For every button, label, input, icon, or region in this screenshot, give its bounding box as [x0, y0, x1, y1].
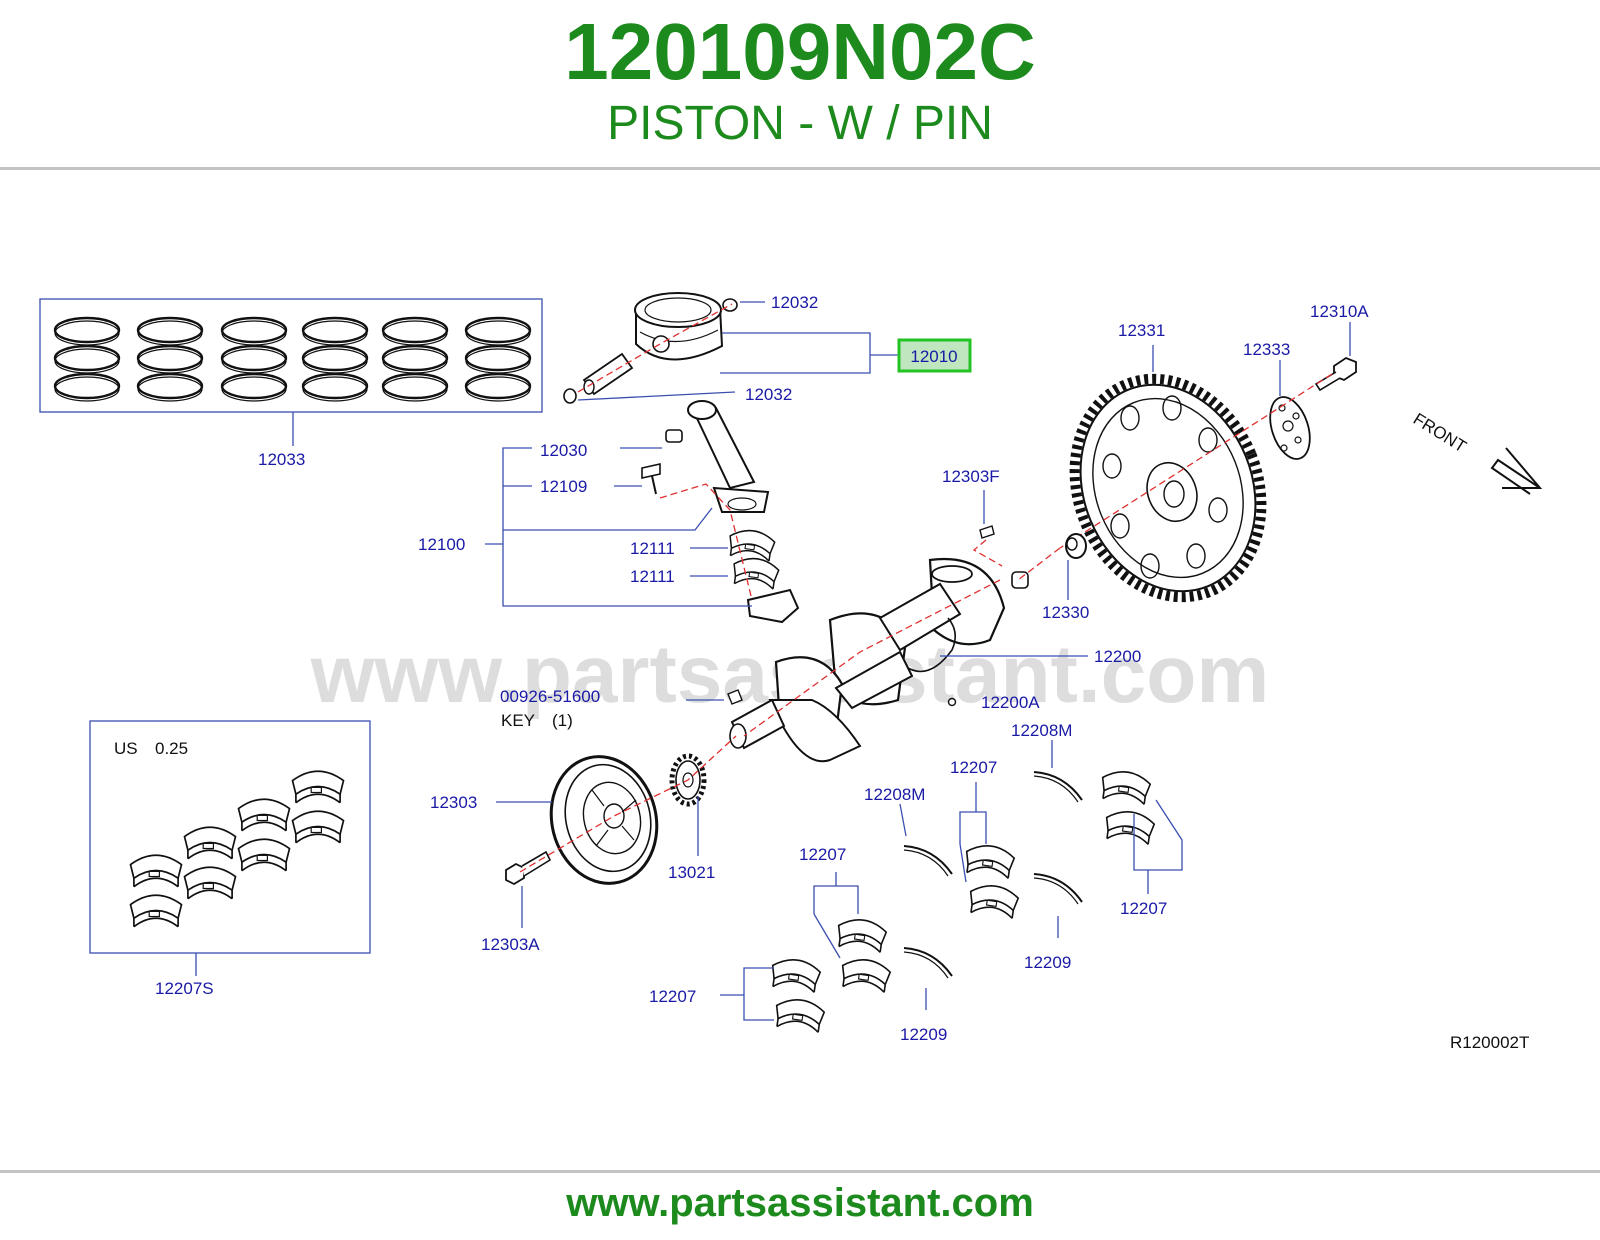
label-key: KEY [501, 711, 535, 730]
connecting-rod [641, 400, 800, 624]
label-12111-lower[interactable]: 12111 [630, 567, 675, 586]
part-name-subtitle: PISTON - W / PIN [607, 97, 993, 150]
label-12207-upper[interactable]: 12207 [950, 758, 997, 777]
front-arrow-icon [1490, 447, 1543, 495]
label-12303[interactable]: 12303 [430, 793, 477, 812]
label-12310A[interactable]: 12310A [1310, 302, 1369, 321]
label-12333[interactable]: 12333 [1243, 340, 1290, 359]
label-12303A[interactable]: 12303A [481, 935, 540, 954]
pilot-converter [979, 525, 1087, 589]
label-12032-top[interactable]: 12032 [771, 293, 818, 312]
label-12200A[interactable]: 12200A [981, 693, 1040, 712]
flywheel-bolt [1314, 356, 1357, 392]
label-12032-bottom[interactable]: 12032 [745, 385, 792, 404]
label-12207-left[interactable]: 12207 [649, 987, 696, 1006]
label-12200[interactable]: 12200 [1094, 647, 1141, 666]
label-12207-right[interactable]: 12207 [1120, 899, 1167, 918]
crank-pulley [549, 755, 659, 885]
flywheel [1069, 373, 1267, 603]
label-12010[interactable]: 12010 [910, 347, 957, 366]
label-12100[interactable]: 12100 [418, 535, 465, 554]
highlighted-part-box[interactable] [897, 338, 972, 373]
footer-divider [0, 1170, 1600, 1173]
label-12109[interactable]: 12109 [540, 477, 587, 496]
page-header: 120109N02C PISTON - W / PIN [0, 0, 1600, 168]
label-key-qty: (1) [552, 711, 573, 730]
label-us: US [114, 739, 138, 758]
label-12209-bottom[interactable]: 12209 [900, 1025, 947, 1044]
label-us-value: 0.25 [155, 739, 188, 758]
label-12207S[interactable]: 12207S [155, 979, 214, 998]
piston-assembly [563, 292, 738, 404]
label-12330[interactable]: 12330 [1042, 603, 1089, 622]
undersize-bearing-set [89, 720, 371, 976]
label-12208M-left[interactable]: 12208M [864, 785, 925, 804]
label-12030[interactable]: 12030 [540, 441, 587, 460]
label-12208M-right[interactable]: 12208M [1011, 721, 1072, 740]
part-number-title: 120109N02C [564, 7, 1036, 96]
piston-ring-set [39, 298, 543, 446]
label-12207-mid[interactable]: 12207 [799, 845, 846, 864]
ring-set-frame [39, 298, 543, 413]
reinforcement-plate [1269, 396, 1311, 460]
label-12331[interactable]: 12331 [1118, 321, 1165, 340]
label-13021[interactable]: 13021 [668, 863, 715, 882]
label-12033[interactable]: 12033 [258, 450, 305, 469]
footer-website-link[interactable]: www.partsassistant.com [566, 1181, 1034, 1225]
label-12303F[interactable]: 12303F [942, 467, 1000, 486]
label-12209-right[interactable]: 12209 [1024, 953, 1071, 972]
header-divider [0, 167, 1600, 170]
diagram-reference-code: R120002T [1450, 1033, 1529, 1052]
label-12111-upper[interactable]: 12111 [630, 539, 675, 558]
label-00926-51600[interactable]: 00926-51600 [500, 687, 600, 706]
woodruff-key [727, 689, 743, 705]
